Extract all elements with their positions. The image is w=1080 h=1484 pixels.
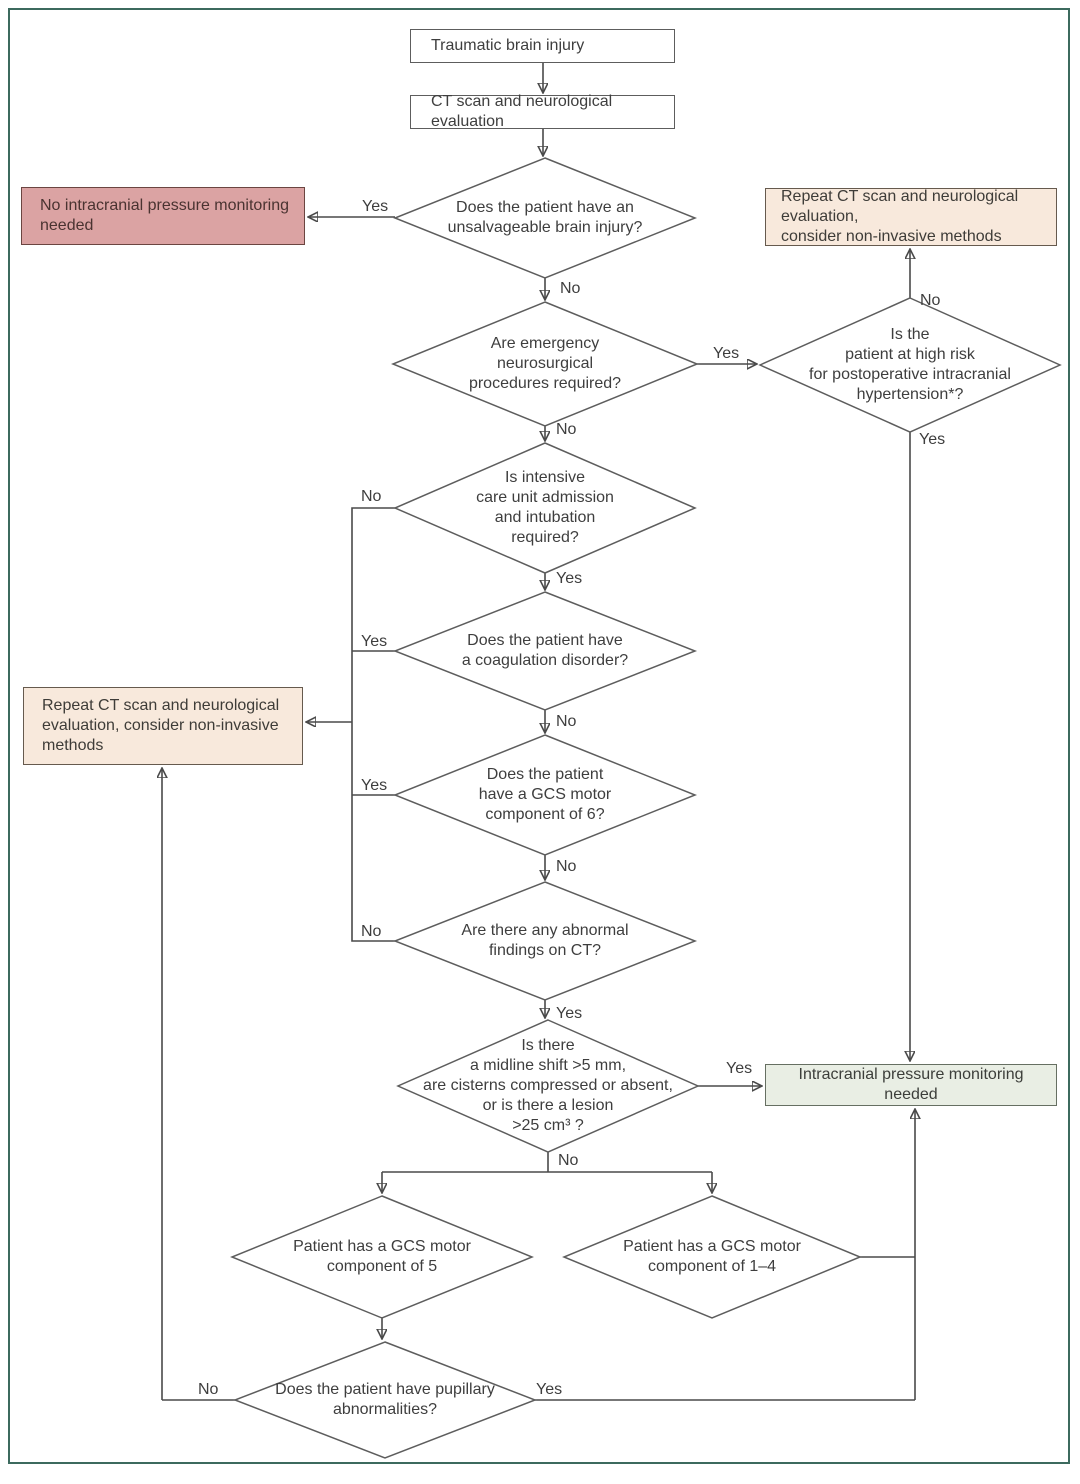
node-icp-monitoring-needed: Intracranial pressure monitoring needed [765,1064,1057,1106]
diamond-coagulation [392,591,698,711]
node-gcs-motor-5: Patient has a GCS motor component of 5 [232,1196,532,1318]
node-unsalvageable-question: Does the patient have an unsalvageable b… [395,158,695,278]
node-label: Does the patient have pupillary abnormal… [275,1381,495,1418]
diamond-pupillary [232,1341,538,1459]
node-label: Is the patient at high risk for postoper… [809,326,1011,403]
edge-label-midline-yes: Yes [726,1060,753,1077]
edge-label-gcs6-no: No [556,858,577,875]
node-midline-shift-question: Is there a midline shift >5 mm, are cist… [398,1020,698,1152]
edge-label-abnormal-ct-yes: Yes [556,1005,583,1022]
diamond-gcs-motor-1-4 [562,1195,862,1319]
node-label: Traumatic brain injury [431,37,585,54]
node-label: Are emergency neurosurgical procedures r… [468,335,622,392]
edge-label-icu-yes: Yes [556,570,583,587]
edge-label-emergency-yes: Yes [713,345,740,362]
node-abnormal-ct-question: Are there any abnormal findings on CT? [395,882,695,1000]
node-ct-scan-evaluation: CT scan and neurological evaluation [410,93,675,130]
edge-label-icu-no: No [361,488,382,505]
edge-label-midline-no: No [558,1152,579,1169]
edge-label-coagulation-no: No [556,713,577,730]
node-emergency-neurosurgery-question: Are emergency neurosurgical procedures r… [393,302,697,426]
edge-label-abnormal-ct-no: No [361,923,382,940]
node-traumatic-brain-injury: Traumatic brain injury [410,29,675,63]
node-label: Patient has a GCS motor component of 5 [293,1238,471,1275]
edge-label-gcs6-yes: Yes [361,777,388,794]
node-label: Repeat CT scan and neurological evaluati… [42,697,280,754]
diamond-postop-risk [758,297,1062,433]
diamond-unsalvageable [392,157,698,279]
edge-label-postop-risk-no: No [920,292,941,309]
node-coagulation-question: Does the patient have a coagulation diso… [395,592,695,710]
node-label: Is there a midline shift >5 mm, are cist… [423,1037,673,1134]
node-label: Are there any abnormal findings on CT? [461,922,629,959]
node-postop-risk-question: Is the patient at high risk for postoper… [760,298,1060,432]
node-gcs-motor-1-4: Patient has a GCS motor component of 1–4 [564,1196,860,1318]
node-repeat-ct-left: Repeat CT scan and neurological evaluati… [23,687,303,765]
node-label: Does the patient have an unsalvageable b… [447,199,643,236]
edge-label-emergency-no: No [556,421,577,438]
diamond-midline-shift [396,1019,700,1153]
node-icu-admission-question: Is intensive care unit admission and int… [395,443,695,573]
diamond-gcs-motor-6 [392,734,698,856]
diamond-abnormal-ct [392,881,698,1001]
node-label: Does the patient have a coagulation diso… [461,632,629,669]
node-label: Is intensive care unit admission and int… [476,469,614,546]
node-no-icp-monitoring-needed: No intracranial pressure monitoring need… [21,187,305,245]
edge-label-pupillary-yes: Yes [536,1381,563,1398]
node-gcs-motor-6-question: Does the patient have a GCS motor compon… [395,735,695,855]
edge-label-coagulation-yes: Yes [361,633,388,650]
node-pupillary-question: Does the patient have pupillary abnormal… [235,1342,535,1458]
diamond-icu-admission [393,442,697,574]
edge-label-unsalvageable-no: No [560,280,581,297]
edge-label-postop-risk-yes: Yes [919,431,946,448]
diamond-emergency-neurosurgery [391,301,699,427]
node-label: Repeat CT scan and neurological evaluati… [781,188,1019,245]
node-label: Patient has a GCS motor component of 1–4 [623,1238,801,1275]
edge-label-pupillary-no: No [198,1381,219,1398]
node-label: Intracranial pressure monitoring needed [798,1066,1024,1103]
node-label: Does the patient have a GCS motor compon… [478,766,612,823]
node-label: No intracranial pressure monitoring need… [40,197,289,234]
node-repeat-ct-right: Repeat CT scan and neurological evaluati… [765,188,1057,246]
edge-label-unsalvageable-yes: Yes [362,198,389,215]
diamond-gcs-motor-5 [230,1195,534,1319]
node-label: CT scan and neurological evaluation [431,93,613,130]
